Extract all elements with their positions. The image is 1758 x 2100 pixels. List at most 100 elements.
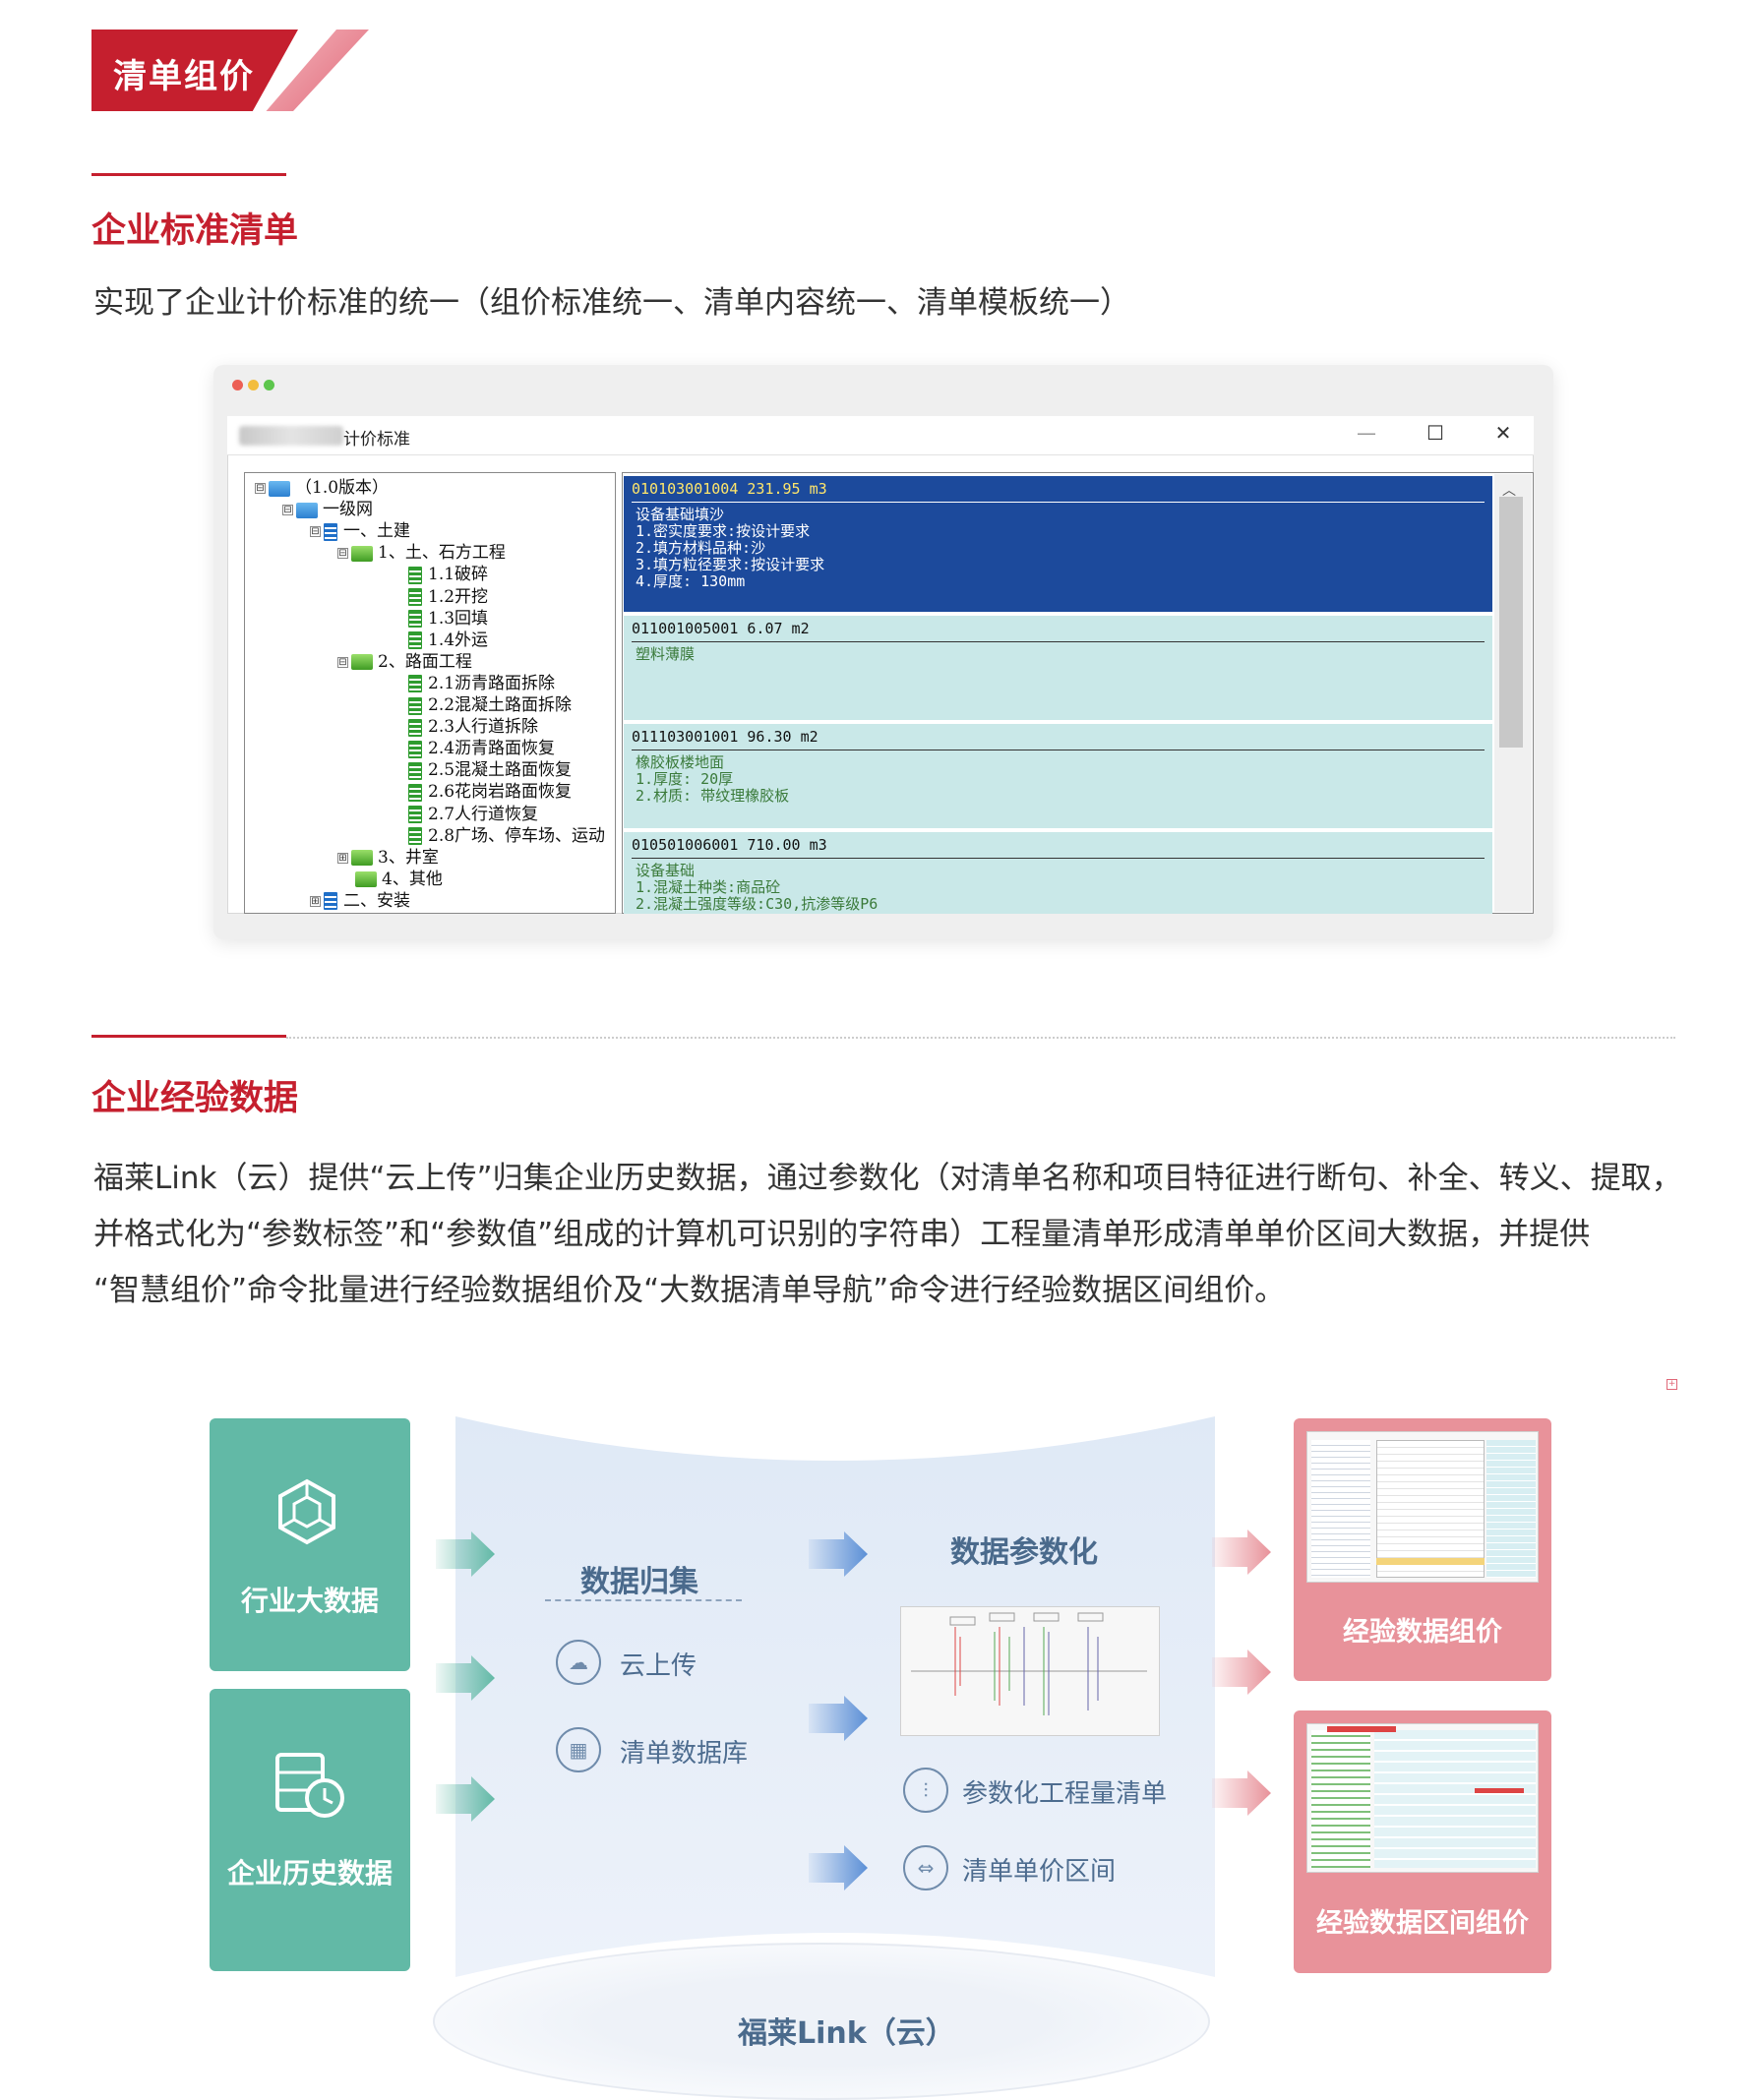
collect-item-database: 清单数据库 xyxy=(620,1739,749,1769)
minimize-button[interactable]: — xyxy=(1357,421,1376,445)
tree-node-label: 2、路面工程 xyxy=(378,651,472,672)
collapse-icon[interactable]: ⊟ xyxy=(255,483,266,494)
zoom-dot-icon xyxy=(264,380,274,390)
network-icon xyxy=(278,1478,335,1545)
document-icon xyxy=(408,610,422,629)
tree-node-label: 3、井室 xyxy=(378,847,439,868)
tree-node[interactable]: 2.3人行道拆除 xyxy=(391,716,538,738)
tree-node[interactable]: 2.8广场、停车场、运动 xyxy=(391,825,605,847)
tree-node-label: 2.7人行道恢复 xyxy=(428,804,539,824)
blurred-app-name xyxy=(239,426,343,446)
section-description-line: 福莱Link（云）提供“云上传”归集企业历史数据，通过参数化（对清单名称和项目特… xyxy=(93,1161,1682,1196)
section-dotted-line xyxy=(286,1037,1675,1039)
document-icon xyxy=(408,740,422,758)
tree-node-label: 2.1沥青路面拆除 xyxy=(428,673,556,693)
tree-node[interactable]: ⊟ 2、路面工程 xyxy=(337,651,472,673)
collapse-icon[interactable]: ⊟ xyxy=(337,548,348,560)
sliders-icon: ⫶ xyxy=(903,1768,948,1813)
section-divider xyxy=(91,1035,286,1038)
bill-item-code: 010501006001 710.00 m3 xyxy=(632,836,827,854)
tree-node-label: 一、土建 xyxy=(343,521,410,542)
collect-title: 数据归集 xyxy=(580,1565,698,1599)
expand-icon[interactable]: ⊞ xyxy=(337,852,348,864)
tree-node[interactable]: ⊟1、土、石方工程 xyxy=(337,542,506,564)
param-item-bill: 参数化工程量清单 xyxy=(962,1779,1168,1809)
tree-node[interactable]: 1.4外运 xyxy=(391,630,488,651)
section-title-experience-data: 企业经验数据 xyxy=(91,1079,299,1118)
experience-pricing-label: 经验数据组价 xyxy=(1343,1617,1502,1648)
tree-node[interactable]: ⊟（1.0版本） xyxy=(255,477,389,499)
expand-icon[interactable]: ⊞ xyxy=(310,895,321,907)
document-icon xyxy=(408,588,422,606)
document-icon xyxy=(324,892,337,911)
building-icon: ▦ xyxy=(556,1727,601,1772)
document-icon xyxy=(324,522,337,541)
tree-node[interactable]: 2.5混凝土路面恢复 xyxy=(391,759,572,781)
tree-node-label: 2.6花岗岩路面恢复 xyxy=(428,782,573,803)
tree-node[interactable]: ⊞ 二、安装 xyxy=(310,890,410,912)
tree-node-label: 2.8广场、停车场、运动 xyxy=(428,825,606,846)
tree-node-label: 二、安装 xyxy=(343,890,410,911)
arrow-right-icon xyxy=(809,1531,868,1577)
close-button[interactable]: ✕ xyxy=(1494,421,1512,445)
tree-node[interactable]: ⊟ 一、土建 xyxy=(310,520,410,542)
tree-node-label: 1.3回填 xyxy=(428,608,489,629)
folder-icon xyxy=(296,502,318,518)
tree-node[interactable]: 2.4沥青路面恢复 xyxy=(391,738,555,759)
maximize-button[interactable]: ☐ xyxy=(1426,421,1444,445)
document-icon xyxy=(408,827,422,846)
folder-icon xyxy=(351,654,373,671)
tree-node[interactable]: 2.2混凝土路面拆除 xyxy=(391,694,572,716)
tree-node[interactable]: 4、其他 xyxy=(337,869,443,890)
document-icon xyxy=(408,761,422,780)
tree-node[interactable]: ⊞ 3、井室 xyxy=(337,847,439,869)
tree-node[interactable]: 2.7人行道恢复 xyxy=(391,804,538,825)
tree-node[interactable]: 2.6花岗岩路面恢复 xyxy=(391,781,572,803)
bill-item-code: 011001005001 6.07 m2 xyxy=(632,620,810,637)
collapse-icon[interactable]: ⊟ xyxy=(337,656,348,668)
arrow-right-icon xyxy=(1212,1770,1271,1816)
scroll-up-icon[interactable]: ︿ xyxy=(1502,483,1516,499)
folder-icon xyxy=(351,850,373,867)
bill-item-description: 设备基础 1.混凝土种类:商品砼 2.混凝土强度等级:C30,抗渗等级P6 xyxy=(636,862,879,913)
bill-item-divider xyxy=(632,858,1485,859)
tree-node[interactable]: 1.3回填 xyxy=(391,608,488,630)
arrow-right-icon xyxy=(436,1776,495,1822)
document-icon xyxy=(408,783,422,802)
document-icon xyxy=(408,696,422,715)
experience-pricing-screenshot xyxy=(1306,1431,1539,1583)
range-pricing-screenshot xyxy=(1306,1723,1539,1873)
tree-node[interactable]: 2.1沥青路面拆除 xyxy=(391,673,555,694)
arrow-right-icon xyxy=(809,1845,868,1890)
bill-item-divider xyxy=(632,641,1485,642)
tree-node[interactable]: ⊟ 一级网 xyxy=(282,499,373,520)
industry-data-label: 行业大数据 xyxy=(240,1585,379,1617)
tree-node-label: 一级网 xyxy=(323,500,373,520)
document-icon xyxy=(408,566,422,584)
document-icon xyxy=(408,806,422,823)
expand-icon[interactable]: + xyxy=(1667,1379,1677,1390)
collapse-icon[interactable]: ⊟ xyxy=(310,526,321,538)
scrollbar-thumb[interactable] xyxy=(1499,497,1523,748)
param-item-range: 清单单价区间 xyxy=(962,1857,1117,1887)
database-clock-icon xyxy=(275,1753,344,1818)
cloud-upload-icon: ☁ xyxy=(556,1640,601,1685)
folder-icon xyxy=(351,545,373,562)
section-description-line: 并格式化为“参数标签”和“参数值”组成的计算机可识别的字符串）工程量清单形成清单… xyxy=(93,1217,1591,1252)
arrow-right-icon xyxy=(809,1696,868,1741)
bill-item-card[interactable]: 010501006001 710.00 m3 设备基础 1.混凝土种类:商品砼 2… xyxy=(624,832,1492,914)
collapse-icon[interactable]: ⊟ xyxy=(282,505,293,516)
section-divider xyxy=(91,173,286,176)
tree-node[interactable]: 1.1破碎 xyxy=(391,564,488,585)
section-title-standard-list: 企业标准清单 xyxy=(91,211,299,251)
folder-icon xyxy=(269,480,290,497)
minimize-dot-icon xyxy=(248,380,259,390)
tree-node-label: 1.2开挖 xyxy=(428,586,489,607)
tree-node-label: 2.5混凝土路面恢复 xyxy=(428,760,573,781)
tree-node[interactable]: 1.2开挖 xyxy=(391,586,488,608)
bill-item-description: 设备基础填沙 1.密实度要求:按设计要求 2.填方材料品种:沙 3.填方粒径要求… xyxy=(636,506,825,590)
